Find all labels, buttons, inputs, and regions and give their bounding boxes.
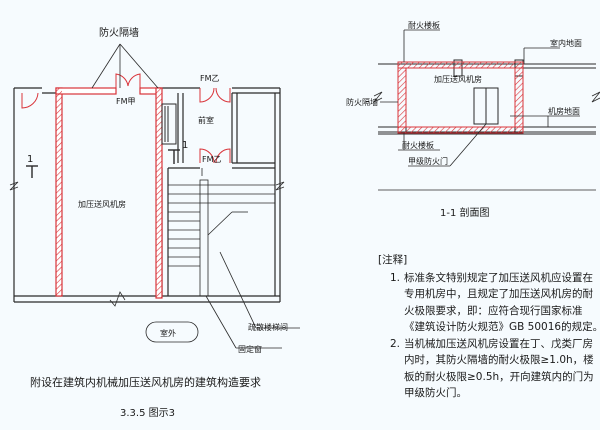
door-fm-b1-left: [199, 87, 215, 103]
stair-handrail: [199, 179, 209, 297]
plan-caption: 附设在建筑内机械加压送风机房的建筑构造要求: [30, 375, 261, 389]
fire-partition-walls: [55, 87, 163, 299]
note-line: 《建筑设计防火规范》GB 50016的规定。: [404, 321, 600, 333]
section-view: [378, 59, 596, 135]
section-leaders: [378, 29, 596, 191]
door-fm-b2-left: [199, 148, 215, 164]
door-fm-b1-label: FM乙: [200, 74, 220, 83]
floor-plan: [13, 87, 281, 303]
notes-panel: [注释] 1. 标准条文特别规定了加压送风机应设置在 专用机房中，且规定了加压送风…: [378, 252, 600, 402]
note-number: 1.: [389, 271, 400, 284]
note-line: 甲级防火门。: [404, 387, 467, 399]
break-marks: [9, 181, 285, 307]
note-item-1: 1.标准条文特别规定了加压送风机应设置在 专用机房中，且规定了加压送风机房的耐 …: [378, 270, 600, 336]
fire-wall-top-a: [55, 87, 117, 95]
note-line: 当机械加压送风机房设置在丁、戊类厂房: [404, 337, 593, 350]
section-fire-floor-bottom-label: 耐火楼板: [402, 140, 434, 150]
note-number: 2.: [389, 337, 400, 350]
section-cut-marks: [26, 149, 180, 178]
section-mark-left: 1: [27, 154, 33, 165]
figure-caption: 3.3.5 图示3: [120, 407, 175, 419]
plan-fire-wall-label: 防火隔墙: [99, 26, 139, 39]
outdoor-label: 室外: [160, 328, 176, 338]
section-mark-right: 1: [182, 140, 188, 151]
shaft: [161, 103, 177, 145]
bottom-leaders: [145, 251, 300, 349]
fire-wall-leaders: [91, 43, 159, 89]
door-fm-a-label: FM甲: [116, 97, 136, 106]
door-fm-a-left: [115, 73, 129, 88]
stair-label: 疏散楼梯间: [248, 322, 288, 332]
note-line: 标准条文特别规定了加压送风机应设置在: [404, 271, 593, 284]
section-fire-hatches: [397, 61, 524, 134]
door-fm-b2-label: FM乙: [202, 155, 222, 164]
section-machine-floor-label: 机房地面: [548, 106, 580, 116]
section-fire-floor-top-label: 耐火楼板: [408, 20, 440, 30]
door-left-swing: [21, 92, 39, 109]
section-title: 1-1 剖面图: [440, 206, 490, 219]
door-fm-b2-right: [215, 148, 231, 164]
window-label: 固定窗: [238, 344, 262, 354]
section-door-label: 甲级防火门: [408, 156, 448, 166]
door-fm-b1-right: [215, 87, 231, 103]
note-item-2: 2. 当机械加压送风机房设置在丁、戊类厂房 内时，其防火隔墙的耐火极限≥1.0h，…: [378, 336, 600, 402]
note-line: 内时，其防火隔墙的耐火极限≥1.0h，楼: [404, 354, 594, 366]
section-indoor-floor-label: 室内地面: [550, 38, 582, 48]
note-line: 专用机房中，且规定了加压送风机房的耐: [404, 288, 593, 300]
section-room-label: 加压送风机房: [434, 74, 482, 84]
section-break-marks: [373, 91, 600, 103]
note-line: 板的耐火极限≥0.5h，开向建筑内的门为: [404, 370, 594, 383]
anteroom-label: 前室: [198, 115, 214, 125]
stairs: [168, 168, 275, 297]
notes-heading: [注释]: [378, 254, 408, 266]
doors: [21, 73, 231, 164]
room-label: 加压送风机房: [78, 199, 126, 209]
section-fire-wall-label: 防火隔墙: [346, 97, 378, 107]
door-fm-a-right: [127, 73, 141, 88]
note-line: 火极限要求，即：应符合现行国家标准: [404, 304, 583, 317]
outdoor-box: [145, 321, 199, 343]
